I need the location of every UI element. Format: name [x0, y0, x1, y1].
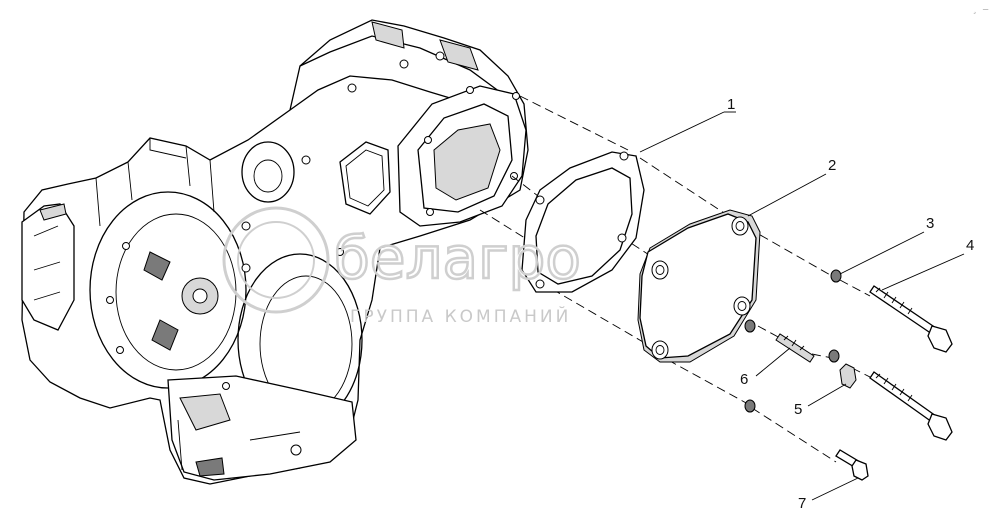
leader-line-1: [639, 111, 725, 153]
leader-line-2: [747, 173, 827, 217]
leader-line-4: [881, 253, 965, 291]
leader-line-6: [755, 347, 791, 377]
assembly-axis-lines: [479, 95, 877, 463]
nut: [839, 363, 857, 389]
stud: [775, 333, 815, 363]
callout-label-5: 5: [794, 401, 802, 418]
callout-label-2: 2: [828, 157, 836, 174]
callout-label-7: 7: [798, 495, 806, 512]
watermark-brand: белагро: [334, 224, 581, 292]
corner-mark: ¸ —: [972, 5, 989, 15]
watermark: белагро ГРУППА КОМПАНИЙ: [222, 206, 582, 327]
spring-washers: [744, 269, 842, 413]
callout-label-6: 6: [740, 371, 748, 388]
callout-label-4: 4: [966, 237, 974, 254]
leader-line-3: [839, 231, 925, 275]
callouts: 1 2 3 4 5 6 7: [639, 96, 974, 512]
cover-plate: [637, 209, 761, 363]
gearbox-housing: [21, 19, 529, 485]
long-bolts: [869, 285, 953, 441]
callout-label-1: 1: [727, 96, 735, 113]
short-bolt: [835, 449, 869, 481]
gasket: [521, 151, 645, 293]
watermark-subtitle: ГРУППА КОМПАНИЙ: [350, 305, 571, 327]
leader-line-7: [811, 477, 859, 501]
leader-line-5: [807, 383, 847, 407]
callout-label-3: 3: [926, 215, 934, 232]
